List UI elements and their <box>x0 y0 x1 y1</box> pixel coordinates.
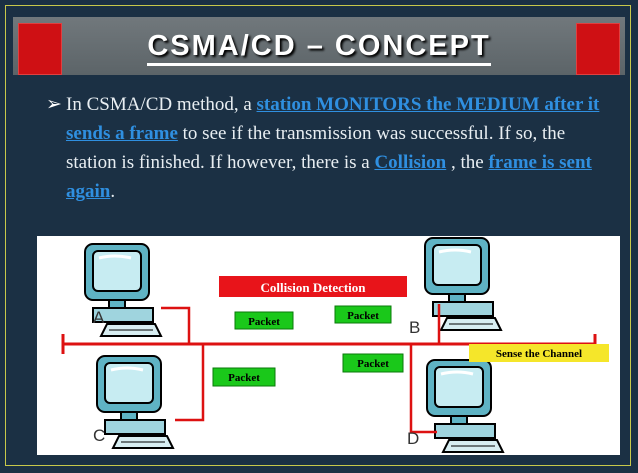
red-square-left <box>18 23 62 75</box>
sense-channel-box <box>469 344 609 362</box>
bullet-paragraph: ➢ In CSMA/CD method, a station MONITORS … <box>46 90 614 206</box>
packet-box-1 <box>234 311 294 330</box>
bullet-arrow-icon: ➢ <box>46 94 62 115</box>
drop-line-a <box>161 306 191 344</box>
para-text-2: to see if the transmission was successfu… <box>66 123 566 173</box>
packet-box-3 <box>212 367 276 387</box>
slide-title-text: CSMA/CD – CONCEPT <box>147 30 491 66</box>
packet-label-1: Packet <box>248 316 280 328</box>
packet-box-4 <box>342 353 404 373</box>
para-highlight-collision: Collision <box>374 152 447 173</box>
slide-title: CSMA/CD – CONCEPT <box>60 30 578 66</box>
station-label-c: C <box>93 426 105 445</box>
packet-label-2: Packet <box>347 310 379 322</box>
para-highlight-sent-again: frame is sent again <box>66 152 592 202</box>
drop-line-c <box>175 344 205 422</box>
para-text-4: . <box>110 181 116 202</box>
packet-label-3: Packet <box>228 372 260 384</box>
network-diagram-svg: Collision Detection Packet Packet Packet… <box>61 236 609 454</box>
sense-channel-label: Sense the Channel <box>496 348 582 360</box>
red-square-right <box>576 23 620 75</box>
station-label-b: B <box>409 318 420 337</box>
collision-detection-box <box>219 276 407 297</box>
station-label-d: D <box>407 429 419 448</box>
collision-detection-label: Collision Detection <box>260 280 366 295</box>
para-text-1: In CSMA/CD method, a <box>66 94 257 115</box>
packet-box-2 <box>334 305 392 324</box>
para-highlight-monitors: station MONITORS the MEDIUM after it sen… <box>66 94 600 144</box>
csma-cd-diagram: Collision Detection Packet Packet Packet… <box>37 236 620 455</box>
station-label-a: A <box>93 308 105 327</box>
para-text-3: , the <box>446 152 489 173</box>
computer-b-icon <box>423 236 503 332</box>
title-bar <box>13 17 625 75</box>
slide-border <box>5 5 631 466</box>
computer-d-icon <box>425 358 505 454</box>
drop-line-d <box>409 344 437 434</box>
packet-label-4: Packet <box>357 358 389 370</box>
computer-c-icon <box>95 354 175 450</box>
